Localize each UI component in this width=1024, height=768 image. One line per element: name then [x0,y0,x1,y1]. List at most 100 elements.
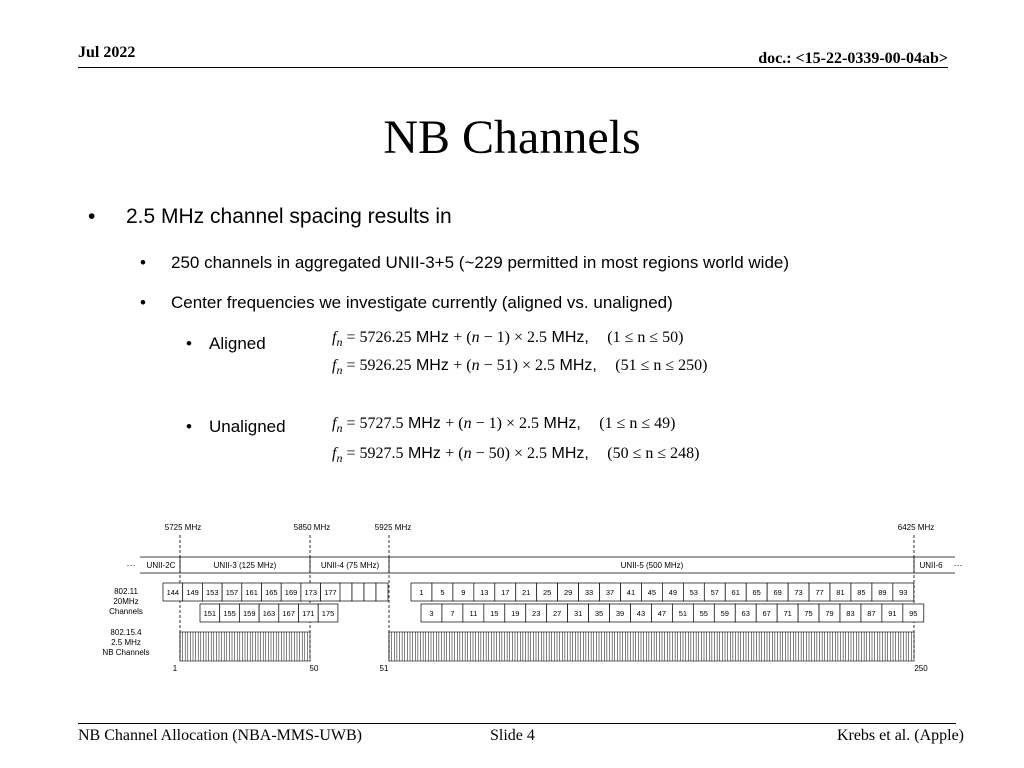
nb-label-250: 250 [914,664,928,673]
svg-text:35: 35 [595,609,603,618]
ellipsis-left: ··· [127,560,136,570]
svg-text:81: 81 [836,588,844,597]
svg-text:29: 29 [564,588,572,597]
wifi-channel-top-7: 29 [557,582,579,602]
nb-label-51: 51 [380,664,389,673]
header-divider [78,67,948,68]
svg-text:67: 67 [763,609,771,618]
band-unii-2c: UNII-2C [147,561,176,570]
svg-text:55: 55 [700,609,708,618]
freq-label-5725: 5725 MHz [165,523,201,532]
wifi-channel-top-18: 73 [787,582,810,602]
svg-text:59: 59 [721,609,729,618]
bullet-dot: • [140,293,146,312]
footer-slide-number: Slide 4 [490,727,535,744]
svg-text:53: 53 [690,588,698,597]
wifi-channel-bottom-5: 23 [525,603,548,623]
svg-text:151: 151 [204,609,217,618]
wifi-channel-top-6: 169 [280,582,302,602]
wifi-channel-top-17: 69 [766,582,789,602]
wifi-channel-bottom-3: 163 [258,603,280,623]
wifi-channel-top-21: 85 [850,582,873,602]
bullet-dot: • [88,205,96,228]
svg-text:37: 37 [606,588,614,597]
svg-text:163: 163 [263,609,276,618]
svg-text:175: 175 [322,609,335,618]
svg-text:51: 51 [679,609,687,618]
wifi-channel-top-4: 17 [494,582,517,602]
svg-text:NB Channels: NB Channels [102,648,149,657]
svg-text:165: 165 [265,588,278,597]
wifi-channel-bottom-20: 83 [839,603,862,623]
svg-text:49: 49 [669,588,677,597]
wifi-channel-bottom-6: 175 [317,603,339,623]
nb-block-unii3-4 [179,631,311,662]
svg-text:177: 177 [324,588,337,597]
wifi-channel-bottom-9: 39 [609,603,631,623]
wifi-channel-top-11: 45 [641,582,663,602]
wifi-channel-bottom-11: 47 [651,603,673,623]
wifi-channel-top-13: 53 [682,582,705,602]
wifi-channel-top-6: 25 [536,582,559,602]
equation-aligned-1: fn = 5726.25 MHz + (n − 1) × 2.5 MHz, (1… [332,329,684,350]
wifi-channel-bottom-13: 55 [692,603,715,623]
wifi-channel-top-5: 165 [261,582,282,602]
wifi-channel-top-15: 61 [724,582,747,602]
wifi-channel-bottom-17: 71 [776,603,799,623]
wifi-channel-top-1: 149 [182,582,203,602]
wifi-channel-top-9: 37 [599,582,621,602]
wifi-channel-bottom-12: 51 [672,603,694,623]
svg-text:77: 77 [815,588,823,597]
wifi-channel-empty [339,582,353,602]
wifi-channel-bottom-7: 31 [567,603,589,623]
wifi-channel-bottom-1: 155 [219,603,240,623]
bullet-dot: • [186,334,192,353]
freq-label-6425: 6425 MHz [898,523,934,532]
nb-block-unii5 [388,631,915,662]
wifi-channel-top-8: 177 [320,582,341,602]
svg-text:23: 23 [532,609,540,618]
freq-label-5850: 5850 MHz [294,523,330,532]
wifi-channel-bottom-1: 7 [441,603,464,623]
bullet-unaligned: Unaligned [209,417,286,436]
svg-text:71: 71 [783,609,791,618]
row-label-802154: 802.15.4 2.5 MHz NB Channels [102,628,149,657]
svg-text:69: 69 [773,588,781,597]
svg-text:5: 5 [440,588,444,597]
ellipsis-right: ··· [954,560,963,570]
wifi-channel-bottom-15: 63 [734,603,757,623]
svg-text:9: 9 [461,588,465,597]
svg-text:87: 87 [867,609,875,618]
svg-text:155: 155 [223,609,236,618]
svg-text:93: 93 [899,588,907,597]
svg-text:65: 65 [753,588,761,597]
svg-text:41: 41 [627,588,635,597]
svg-text:83: 83 [846,609,854,618]
bullet-level2-center-freq: Center frequencies we investigate curren… [171,293,673,312]
svg-text:17: 17 [501,588,509,597]
wifi-channel-bottom-19: 79 [818,603,841,623]
svg-text:1: 1 [419,588,423,597]
wifi-channel-bottom-0: 151 [199,603,221,623]
wifi-channel-top-0: 1 [410,582,433,602]
wifi-channel-top-3: 157 [221,582,243,602]
svg-text:21: 21 [522,588,530,597]
header-doc-id: doc.: <15-22-0339-00-04ab> [758,50,948,67]
wifi-channel-bottom-23: 95 [902,603,925,623]
wifi-channel-top-20: 81 [829,582,852,602]
svg-text:75: 75 [804,609,812,618]
wifi-channel-bottom-6: 27 [546,603,569,623]
band-unii-6: UNII-6 [919,561,943,570]
freq-label-5925: 5925 MHz [375,523,411,532]
svg-text:57: 57 [711,588,719,597]
wifi-channel-bottom-8: 35 [588,603,610,623]
wifi-channel-bottom-2: 159 [239,603,260,623]
wifi-channel-top-3: 13 [473,582,496,602]
equation-unaligned-2: fn = 5927.5 MHz + (n − 50) × 2.5 MHz, (5… [332,445,700,466]
svg-text:161: 161 [245,588,258,597]
svg-text:47: 47 [658,609,666,618]
svg-text:149: 149 [186,588,199,597]
channel-allocation-diagram: 5725 MHz 5850 MHz 5925 MHz 6425 MHz UNII… [102,523,963,673]
